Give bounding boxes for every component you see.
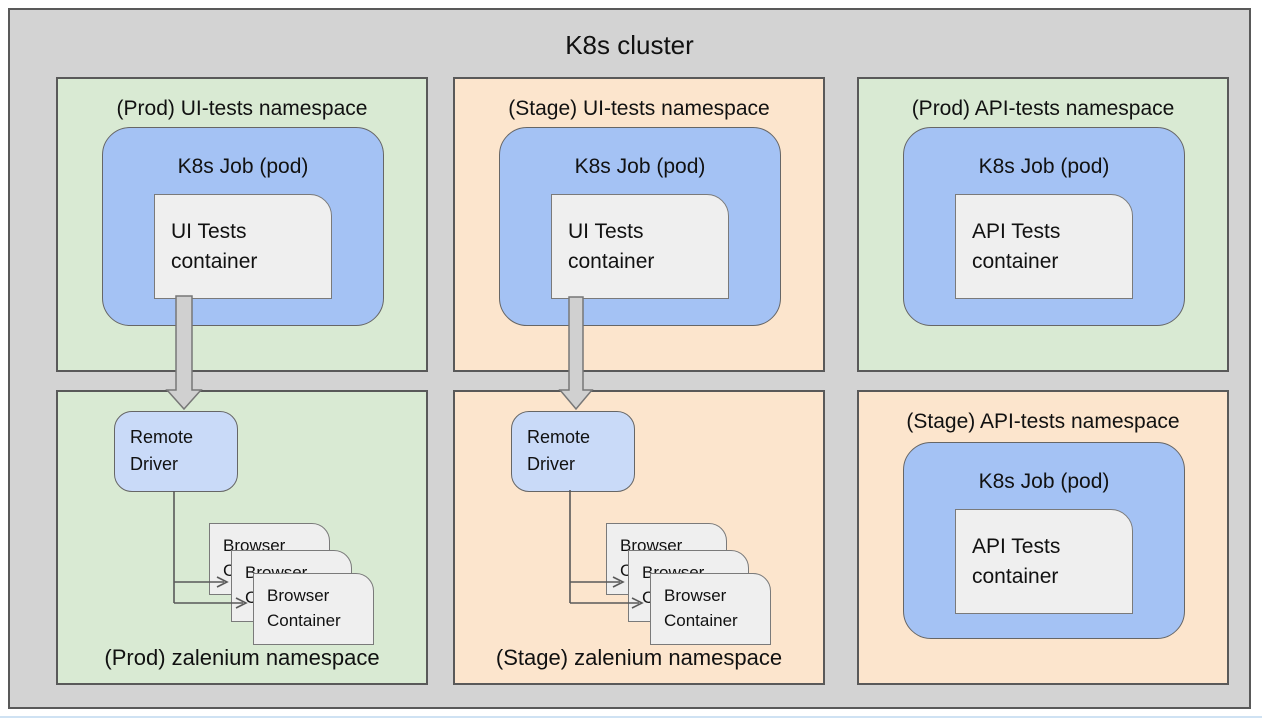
k8s-job-pod-box: K8s Job (pod) API Tests container (903, 442, 1185, 639)
k8s-job-pod-box: K8s Job (pod) API Tests container (903, 127, 1185, 326)
namespace-panel-prod-zalenium: Remote Driver Browser Container Browser … (56, 390, 428, 685)
k8s-job-pod-box: K8s Job (pod) UI Tests container (499, 127, 781, 326)
api-tests-container-box: API Tests container (955, 194, 1133, 299)
namespace-label: (Prod) UI-tests namespace (116, 97, 368, 120)
remote-driver-box: Remote Driver (511, 411, 635, 492)
cluster-title: K8s cluster (565, 30, 694, 60)
namespace-panel-stage-api-tests: (Stage) API-tests namespace K8s Job (pod… (857, 390, 1229, 685)
namespace-label: (Prod) API-tests namespace (911, 97, 1175, 120)
k8s-job-label: K8s Job (pod) (978, 155, 1110, 178)
namespace-label: (Stage) UI-tests namespace (508, 97, 770, 120)
namespace-panel-stage-ui-tests: (Stage) UI-tests namespace K8s Job (pod)… (453, 77, 825, 372)
k8s-job-label: K8s Job (pod) (978, 470, 1110, 493)
namespace-label: (Stage) zalenium namespace (495, 645, 783, 670)
ui-tests-container-box: UI Tests container (154, 194, 332, 299)
namespace-panel-prod-api-tests: (Prod) API-tests namespace K8s Job (pod)… (857, 77, 1229, 372)
browser-container-box: Browser Container (253, 573, 374, 645)
k8s-job-label: K8s Job (pod) (574, 155, 706, 178)
k8s-job-pod-box: K8s Job (pod) UI Tests container (102, 127, 384, 326)
browser-container-box: Browser Container (650, 573, 771, 645)
namespace-panel-prod-ui-tests: (Prod) UI-tests namespace K8s Job (pod) … (56, 77, 428, 372)
k8s-job-label: K8s Job (pod) (177, 155, 309, 178)
remote-driver-box: Remote Driver (114, 411, 238, 492)
namespace-label: (Stage) API-tests namespace (906, 410, 1180, 433)
namespace-label: (Prod) zalenium namespace (104, 645, 380, 670)
ui-tests-container-box: UI Tests container (551, 194, 729, 299)
namespace-panel-stage-zalenium: Remote Driver Browser Container Browser … (453, 390, 825, 685)
page-divider-line (0, 716, 1262, 718)
api-tests-container-box: API Tests container (955, 509, 1133, 614)
